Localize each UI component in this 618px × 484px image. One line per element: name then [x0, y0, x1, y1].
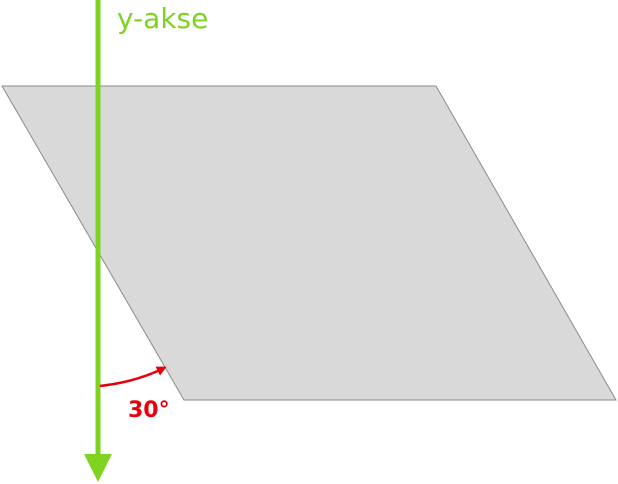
angle-arc [99, 366, 167, 388]
angle-label: 30° [128, 398, 170, 423]
parallelogram-shape [1, 85, 617, 401]
y-axis-label: y-akse [117, 2, 208, 35]
y-axis-arrowhead [84, 454, 112, 482]
